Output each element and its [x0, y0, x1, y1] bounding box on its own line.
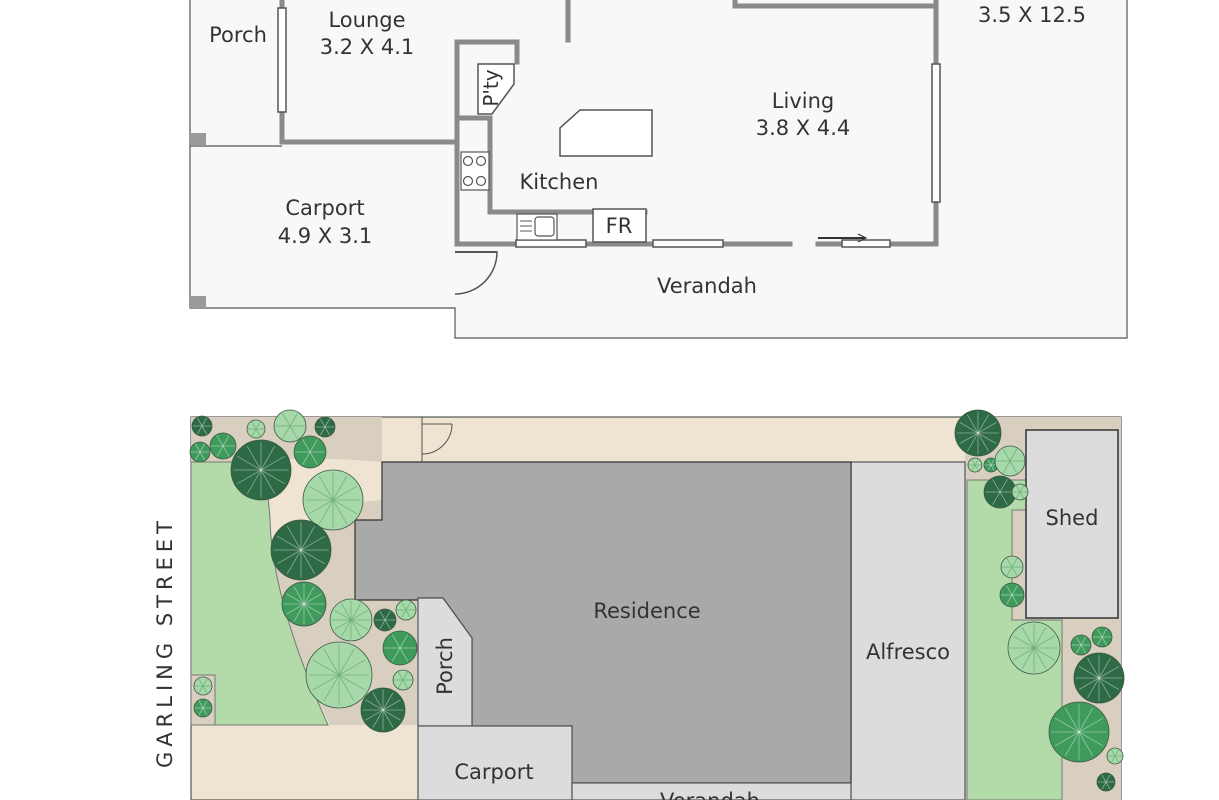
tree-icon — [1073, 652, 1125, 704]
floor-outline — [189, 0, 1128, 339]
floor-left — [190, 0, 455, 308]
kitchen-island — [559, 109, 653, 157]
tree-icon — [1106, 747, 1124, 765]
tree-icon — [1007, 621, 1061, 675]
tree-icon — [392, 669, 414, 691]
door-swing-icon — [454, 251, 498, 295]
tree-icon — [189, 441, 211, 463]
site-porch-label: Porch — [433, 637, 457, 695]
post — [190, 296, 206, 308]
tree-icon — [994, 445, 1026, 477]
site-carport-label: Carport — [454, 760, 533, 784]
tree-icon — [281, 581, 327, 627]
alfresco-label: Alfresco — [866, 640, 950, 664]
kitchen-label: Kitchen — [520, 170, 599, 194]
tree-icon — [193, 676, 213, 696]
residence-label: Residence — [593, 599, 700, 623]
verandah-label: Verandah — [657, 274, 757, 298]
tree-icon — [302, 469, 364, 531]
gate-swing-icon — [421, 417, 453, 462]
carport-label: Carport — [285, 196, 364, 220]
cooktop-icon — [460, 151, 490, 191]
tree-icon — [293, 435, 327, 469]
trees — [189, 409, 1125, 792]
tree-icon — [967, 457, 983, 473]
living-dims: 3.8 X 4.4 — [756, 116, 851, 140]
tree-icon — [1000, 555, 1024, 579]
tree-icon — [1048, 701, 1110, 763]
street-label: GARLING STREET — [153, 516, 177, 768]
porch-label: Porch — [209, 23, 267, 47]
pantry-label: P'ty — [479, 69, 503, 106]
lounge-label: Lounge — [328, 8, 405, 32]
tree-icon — [273, 409, 307, 443]
tree-icon — [314, 416, 336, 438]
tree-icon — [999, 582, 1025, 608]
sink-icon — [516, 213, 558, 241]
tree-icon — [305, 641, 373, 709]
site-plan: GARLING STREET Residence Alfresco Shed P… — [153, 409, 1125, 800]
tree-icon — [1096, 772, 1116, 792]
post — [190, 133, 206, 145]
carport-area — [417, 725, 573, 800]
porch-area — [417, 597, 473, 727]
tree-icon — [954, 409, 1002, 457]
floor-plan: Porch Lounge 3.2 X 4.1 P'ty 3.5 X 12.5 L… — [189, 0, 1128, 339]
pantry-unit — [477, 63, 515, 115]
fridge-box — [592, 208, 647, 243]
tree-icon — [230, 439, 292, 501]
tree-icon — [191, 415, 213, 437]
site-verandah-label: Verandah — [660, 789, 760, 800]
shed-label: Shed — [1046, 506, 1099, 530]
tree-icon — [983, 457, 999, 473]
tree-icon — [373, 608, 397, 632]
living-label: Living — [772, 89, 834, 113]
tree-icon — [1070, 634, 1092, 656]
tree-icon — [360, 687, 406, 733]
floor-main — [455, 0, 1127, 338]
carport-dims: 4.9 X 3.1 — [278, 224, 373, 248]
windows — [277, 7, 941, 248]
top-right-room-dims: 3.5 X 12.5 — [978, 3, 1086, 27]
tree-icon — [209, 432, 237, 460]
lounge-dims: 3.2 X 4.1 — [320, 35, 415, 59]
tree-icon — [983, 475, 1017, 509]
fridge-label: FR — [606, 214, 633, 238]
tree-icon — [193, 698, 213, 718]
tree-icon — [382, 630, 418, 666]
tree-icon — [329, 598, 373, 642]
alfresco-area — [850, 461, 966, 800]
tree-icon — [1091, 626, 1113, 648]
tree-icon — [395, 599, 417, 621]
tree-icon — [1011, 483, 1029, 501]
shed-block — [1025, 429, 1119, 619]
verandah-area — [571, 782, 852, 800]
tree-icon — [270, 519, 332, 581]
tree-icon — [246, 419, 266, 439]
